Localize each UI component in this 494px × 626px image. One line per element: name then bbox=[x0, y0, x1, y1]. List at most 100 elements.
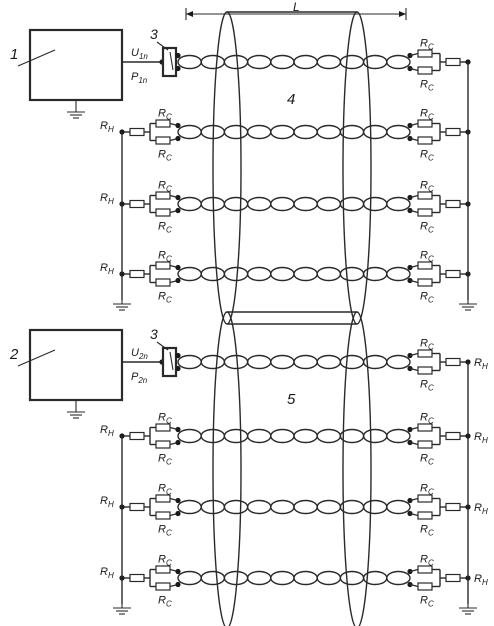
rc-label: RC bbox=[158, 291, 172, 305]
generator-box-icon bbox=[28, 328, 124, 402]
twist-loop bbox=[223, 570, 249, 586]
twist-loop bbox=[246, 499, 272, 515]
rc-resistor-bottom bbox=[417, 278, 433, 287]
twist-loop bbox=[270, 196, 295, 212]
twist-loop bbox=[316, 124, 342, 140]
twist-loop bbox=[386, 354, 411, 370]
rc-label: RC bbox=[158, 108, 172, 122]
rc-label-sub: C bbox=[166, 255, 172, 264]
rc-label-main: R bbox=[158, 149, 166, 161]
rc-lead bbox=[409, 279, 419, 284]
rh-resistor bbox=[445, 57, 461, 67]
rc-label-main: R bbox=[158, 108, 166, 120]
transformer-number: 3 bbox=[150, 326, 158, 342]
twist-loop bbox=[223, 124, 249, 140]
rc-label: RC bbox=[420, 453, 434, 467]
rc-label: RC bbox=[420, 524, 434, 538]
rc-resistor-bottom bbox=[155, 511, 171, 520]
junction-dot bbox=[175, 497, 181, 504]
twist-loop bbox=[246, 428, 272, 444]
rh-label-sub: H bbox=[108, 267, 114, 276]
rc-lead bbox=[409, 264, 419, 269]
rh-label-sub: H bbox=[482, 578, 488, 587]
rc-label: RC bbox=[158, 221, 172, 235]
transformer-number: 3 bbox=[150, 26, 158, 42]
rc-lead bbox=[409, 512, 419, 517]
rc-resistor-bottom bbox=[155, 208, 171, 217]
rc-lead bbox=[409, 122, 419, 127]
junction-dot bbox=[175, 264, 181, 271]
twist-loop bbox=[386, 196, 411, 212]
ground-icon bbox=[459, 300, 477, 311]
twist-loop bbox=[270, 499, 295, 515]
rc-label-main: R bbox=[420, 108, 428, 120]
rc-label-main: R bbox=[420, 338, 428, 350]
ground-icon bbox=[67, 408, 85, 419]
rc-label-sub: C bbox=[428, 226, 434, 235]
power-label-sub: 1n bbox=[138, 76, 147, 85]
rc-label: RC bbox=[420, 291, 434, 305]
rc-resistor-bottom bbox=[417, 440, 433, 449]
rh-resistor bbox=[445, 127, 461, 137]
rc-label-main: R bbox=[158, 291, 166, 303]
twist-loop bbox=[293, 354, 318, 370]
rc-label-sub: C bbox=[428, 343, 434, 352]
twist-loop bbox=[316, 266, 342, 282]
junction-dot bbox=[175, 365, 181, 372]
generator-number: 2 bbox=[9, 346, 19, 363]
twist-loop bbox=[270, 354, 295, 370]
rc-label-main: R bbox=[158, 524, 166, 536]
twist-loop bbox=[200, 54, 226, 70]
rc-label: RC bbox=[420, 338, 434, 352]
rc-label-main: R bbox=[158, 221, 166, 233]
twist-loop bbox=[293, 54, 318, 70]
transformer-stroke bbox=[169, 51, 174, 71]
rc-label: RC bbox=[158, 180, 172, 194]
rc-label-sub: C bbox=[428, 43, 434, 52]
rc-label: RC bbox=[158, 453, 172, 467]
junction-dot bbox=[175, 52, 181, 59]
twisted-pair-icon bbox=[177, 499, 411, 515]
length-label: L bbox=[293, 0, 300, 14]
twist-loop bbox=[177, 54, 202, 70]
twist-loop bbox=[316, 499, 342, 515]
twisted-pair-icon bbox=[177, 570, 411, 586]
rc-label-main: R bbox=[158, 180, 166, 192]
bundle-right-end bbox=[342, 311, 372, 626]
junction-dot bbox=[175, 135, 181, 142]
junction-dot bbox=[175, 581, 181, 588]
rc-label-sub: C bbox=[428, 458, 434, 467]
rc-label-sub: C bbox=[428, 600, 434, 609]
leader-line bbox=[17, 49, 56, 67]
rh-resistor bbox=[445, 269, 461, 279]
leader-line bbox=[156, 41, 169, 51]
rh-label-main: R bbox=[474, 357, 482, 369]
rc-lead bbox=[409, 52, 419, 57]
rc-label-main: R bbox=[420, 453, 428, 465]
twist-loop bbox=[293, 266, 318, 282]
ground-icon bbox=[113, 300, 131, 311]
junction-dot bbox=[175, 65, 181, 72]
twist-loop bbox=[339, 570, 365, 586]
junction-dot bbox=[175, 568, 181, 575]
rc-label-sub: C bbox=[166, 600, 172, 609]
junction-dot bbox=[175, 277, 181, 284]
twist-loop bbox=[386, 124, 411, 140]
rc-resistor-bottom bbox=[417, 582, 433, 591]
rc-label: RC bbox=[420, 38, 434, 52]
twist-loop bbox=[293, 428, 318, 444]
rc-label-main: R bbox=[420, 38, 428, 50]
rc-label: RC bbox=[420, 483, 434, 497]
twist-loop bbox=[223, 54, 249, 70]
rh-label: RH bbox=[100, 566, 114, 580]
rh-resistor bbox=[129, 573, 145, 583]
twist-loop bbox=[246, 570, 272, 586]
leader-line bbox=[17, 349, 56, 367]
twist-loop bbox=[339, 354, 365, 370]
rc-label-main: R bbox=[420, 180, 428, 192]
twist-loop bbox=[177, 354, 202, 370]
rh-label-main: R bbox=[100, 120, 108, 132]
generator-number: 1 bbox=[10, 46, 18, 63]
bundle-right-end bbox=[342, 11, 372, 325]
bundle-left-end bbox=[212, 11, 242, 325]
